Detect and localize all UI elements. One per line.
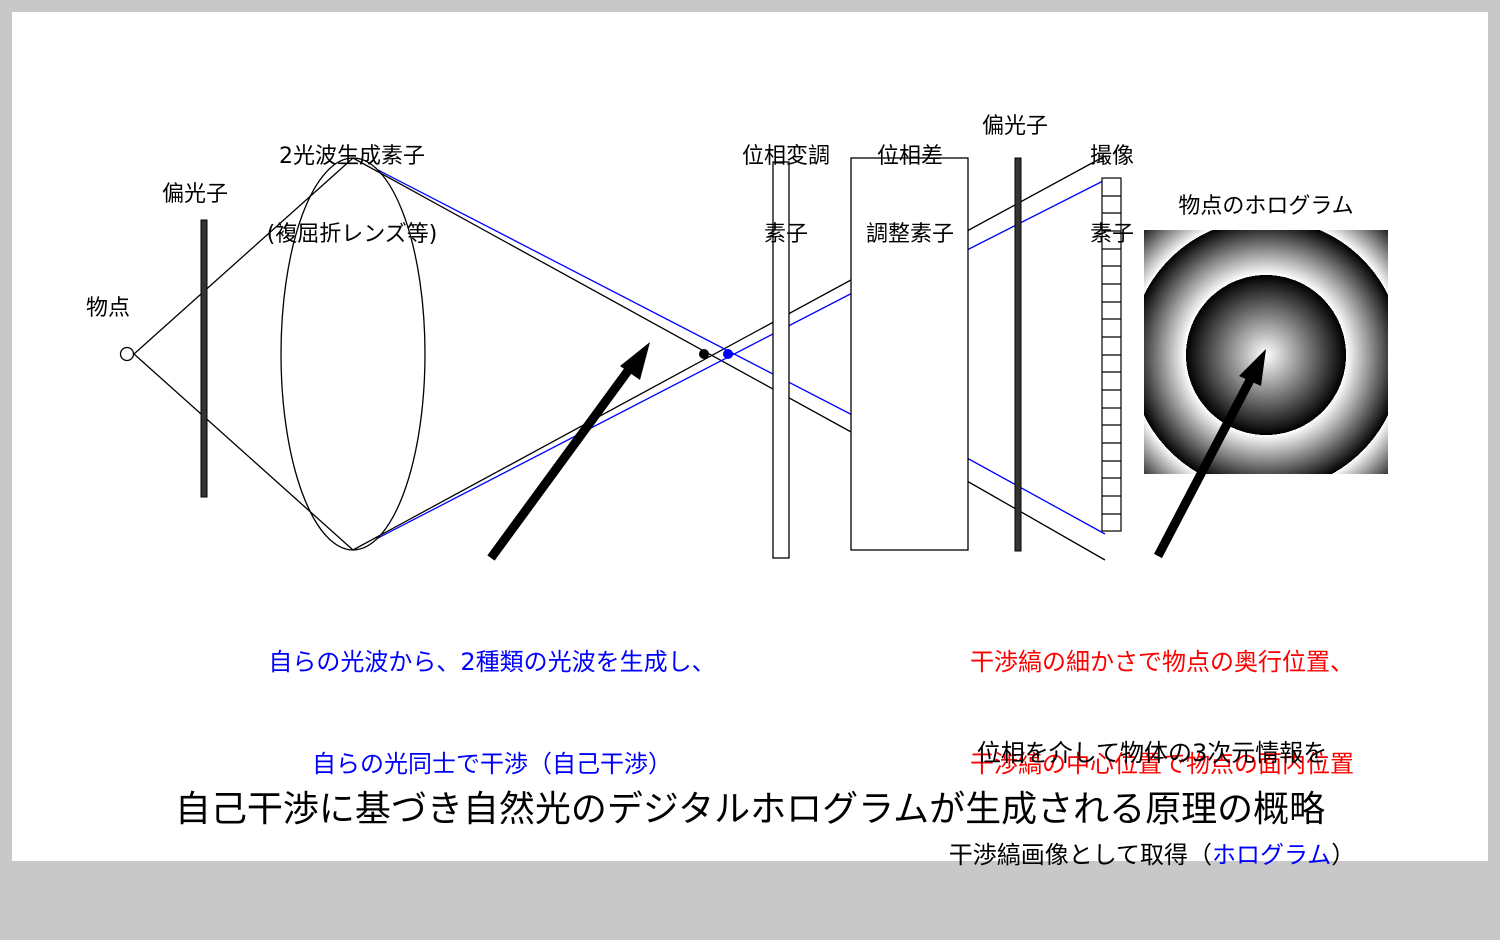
note-acquire-line1: 位相を介して物体の3次元情報を [976, 739, 1328, 767]
note-acquire-line2: 干渉縞画像として取得（ホログラム） [902, 838, 1402, 872]
arrow-self-interference [487, 342, 650, 561]
note-fringe-line1: 干渉縞の細かさで物点の奥行位置、 [970, 648, 1354, 676]
label-polarizer-1: 偏光子 [162, 182, 229, 207]
label-object-point: 物点 [86, 296, 131, 321]
note-fringe-line2: 干渉縞の中心位置で物点の面内位置 [970, 750, 1354, 778]
note-fringe-position: 干渉縞の細かさで物点の奥行位置、 干渉縞の中心位置で物点の面内位置 [902, 577, 1422, 849]
label-phase-modulator-line2: 素子 [763, 222, 808, 247]
note-acquire-highlight: ホログラム [1212, 841, 1332, 869]
label-two-wave-element-line2: (複屈折レンズ等) [266, 222, 438, 247]
note-acquire-prefix: 干渉縞画像として取得（ [948, 841, 1212, 869]
hologram-image [1144, 230, 1388, 474]
note-self-interference-line1: 自らの光波から、2種類の光波を生成し、 [268, 648, 716, 676]
label-polarizer-2: 偏光子 [982, 114, 1049, 139]
object-point-marker [119, 346, 135, 362]
label-two-wave-element-line1: 2光波生成素子 [279, 144, 425, 169]
focal-point-black [699, 349, 709, 359]
optical-diagram [119, 155, 1388, 561]
label-hologram-title: 物点のホログラム [1178, 194, 1354, 219]
polarizer-1 [200, 219, 208, 498]
label-image-sensor-line2: 素子 [1089, 222, 1134, 247]
note-acquire-suffix: ） [1331, 841, 1356, 869]
label-two-wave-element: 2光波生成素子 (複屈折レンズ等) [252, 92, 452, 300]
note-self-interference: 自らの光波から、2種類の光波を生成し、 自らの光同士で干渉（自己干渉） [212, 577, 772, 849]
label-phase-difference-line2: 調整素子 [865, 222, 954, 247]
note-acquire-hologram: 位相を介して物体の3次元情報を 干渉縞画像として取得（ホログラム） [902, 668, 1402, 940]
label-phase-modulator: 位相変調 素子 [716, 92, 856, 300]
focal-point-blue [723, 349, 733, 359]
arrow-hologram [1154, 349, 1266, 559]
polarizer-2 [1014, 157, 1022, 552]
label-phase-difference-line1: 位相差 [876, 144, 943, 169]
image-sensor [1101, 177, 1122, 532]
note-self-interference-line2: 自らの光同士で干渉（自己干渉） [312, 750, 672, 778]
phase-modulator-element [772, 161, 790, 559]
diagram-caption: 自己干渉に基づき自然光のデジタルホログラムが生成される原理の概略 [174, 789, 1326, 830]
phase-difference-element [850, 157, 969, 551]
label-phase-difference: 位相差 調整素子 [850, 92, 970, 300]
label-image-sensor: 撮像 素子 [1072, 92, 1152, 300]
label-image-sensor-line1: 撮像 [1089, 144, 1134, 169]
label-phase-modulator-line1: 位相変調 [741, 144, 830, 169]
source-rays [133, 157, 354, 551]
diagram-frame: 物点 偏光子 2光波生成素子 (複屈折レンズ等) 位相変調 素子 位相差 調整素… [12, 12, 1488, 869]
two-wave-lens [280, 157, 426, 551]
